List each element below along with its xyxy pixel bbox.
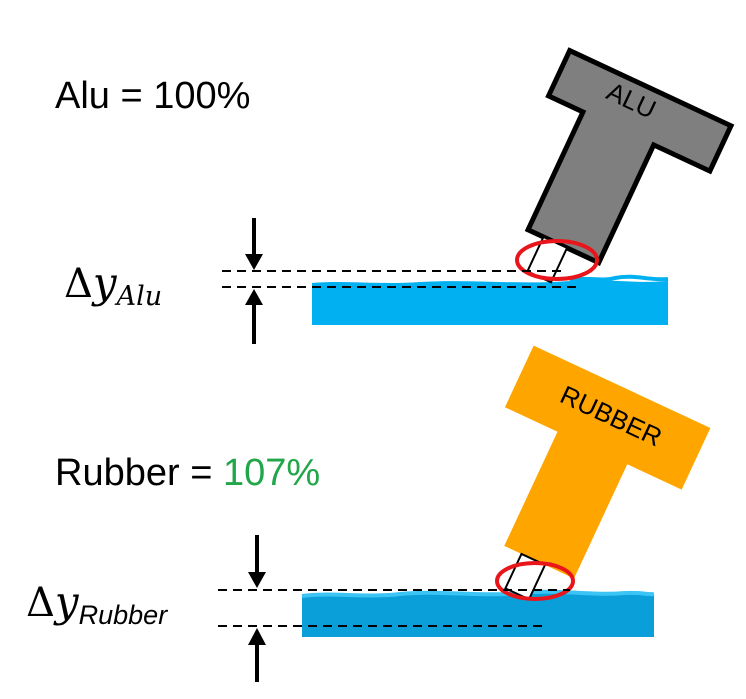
alu-ratio-label: Alu = 100% bbox=[55, 75, 250, 117]
alu-arrow-up bbox=[245, 289, 263, 344]
rubber-panel: Rubber = 107% RUBBER ΔyRubber bbox=[26, 345, 711, 682]
rubber-delta-label: ΔyRubber bbox=[26, 577, 168, 630]
rubber-water-wave bbox=[301, 589, 655, 598]
alu-tool-body bbox=[524, 47, 735, 267]
alu-delta-symbol: Δ bbox=[64, 261, 93, 307]
alu-delta-subscript: Alu bbox=[114, 281, 163, 312]
alu-panel: Alu = 100% ALU ΔyAlu bbox=[55, 47, 735, 344]
rubber-ratio-label: Rubber = 107% bbox=[55, 452, 320, 494]
alu-arrow-down bbox=[245, 218, 263, 270]
alu-water-slab bbox=[312, 280, 668, 325]
alu-water-wave bbox=[569, 274, 669, 283]
rubber-ratio-value: 107% bbox=[223, 452, 320, 494]
rubber-tool-body bbox=[504, 345, 711, 579]
rubber-ratio-prefix: Rubber = bbox=[55, 452, 223, 494]
rubber-water-slab bbox=[302, 591, 654, 637]
alu-contact-highlight bbox=[515, 239, 599, 281]
rubber-delta-subscript: Rubber bbox=[79, 600, 169, 630]
rubber-contact-highlight bbox=[495, 561, 575, 601]
alu-delta-label: ΔyAlu bbox=[64, 258, 162, 312]
rubber-arrow-down bbox=[248, 535, 266, 588]
rubber-delta-symbol: Δ bbox=[26, 580, 55, 626]
rubber-arrow-up bbox=[248, 628, 266, 682]
rubber-delta-var: y bbox=[53, 577, 80, 626]
alu-delta-var: y bbox=[91, 258, 118, 307]
rubber-tool-tip bbox=[504, 552, 547, 601]
